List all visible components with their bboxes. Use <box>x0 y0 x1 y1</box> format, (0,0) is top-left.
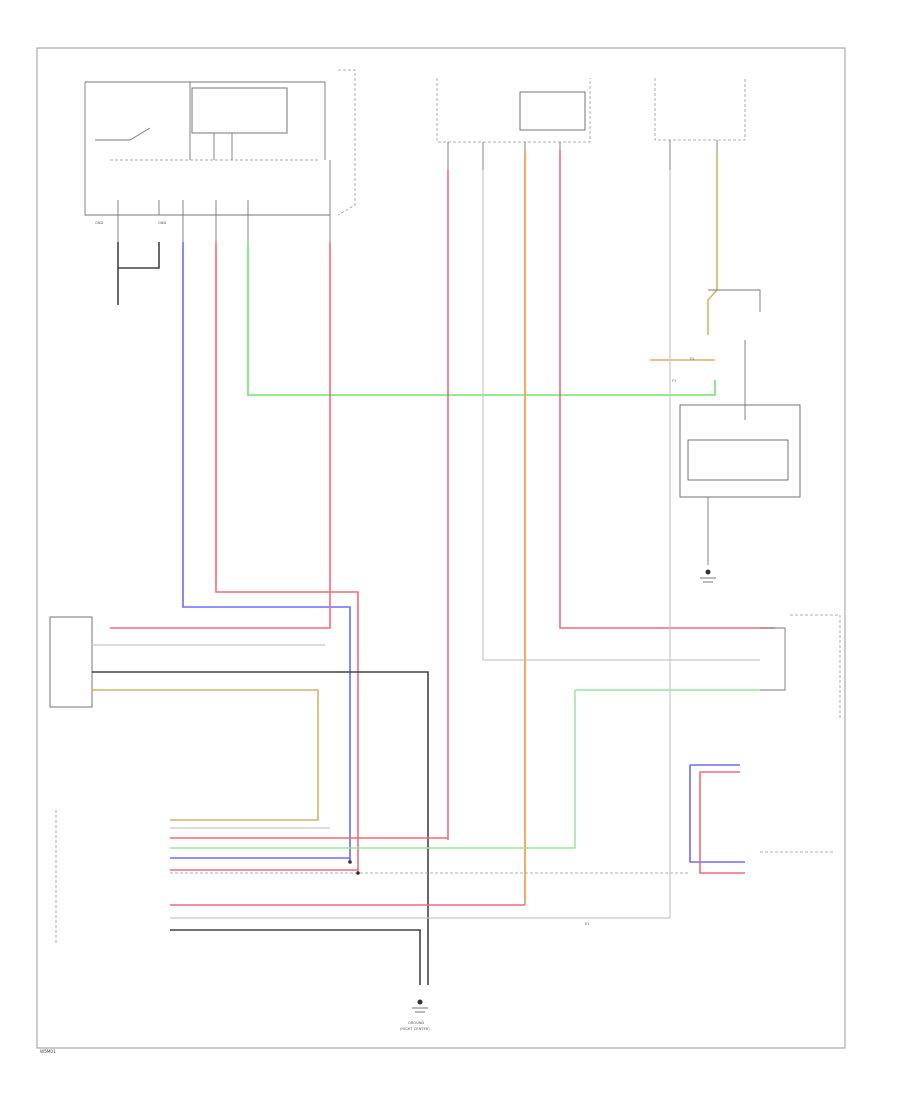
wire-blue-vertical <box>182 242 351 862</box>
wire-tan-right <box>707 150 718 335</box>
label-f1: F1 <box>672 379 676 383</box>
bcm-connector-lines <box>55 170 690 1013</box>
right-switch-area <box>679 289 801 583</box>
top-left-power-block <box>84 69 356 305</box>
ecm-box <box>49 616 429 940</box>
label-e1: E1 <box>585 922 590 926</box>
vertical-wires <box>110 150 775 905</box>
wire-gray-mid <box>482 170 760 661</box>
right-connector-block <box>170 614 841 849</box>
wire-green-horizontal <box>247 242 716 396</box>
label-bottom-ground: GROUND <box>408 1021 424 1025</box>
label-bottom-ground-note: (RIGHT CENTER) <box>400 1027 430 1031</box>
label-f2: F2 <box>690 357 694 361</box>
ecm-module <box>49 616 93 708</box>
wire-red-to-ecm <box>110 242 331 629</box>
tiny-annotations: GND GND E1 F1 F2 GROUND (RIGHT CENTER) W… <box>40 221 694 1054</box>
lower-right-connector <box>689 764 835 874</box>
wire-red-right-mid <box>559 150 775 629</box>
top-middle-fuse-block <box>436 78 591 170</box>
relay-box <box>191 87 288 134</box>
footer-code: W5M01 <box>40 1049 56 1054</box>
label-gnd-mid: GND <box>158 221 166 225</box>
diagram-frame <box>36 47 846 1049</box>
wire-red-left-vertical <box>215 242 359 875</box>
top-right-fuse-block <box>654 78 746 170</box>
right-control-box <box>679 404 801 498</box>
wire-tan-loop <box>92 689 319 821</box>
label-gnd-left: GND <box>95 221 103 225</box>
wire-black-main <box>92 671 429 940</box>
